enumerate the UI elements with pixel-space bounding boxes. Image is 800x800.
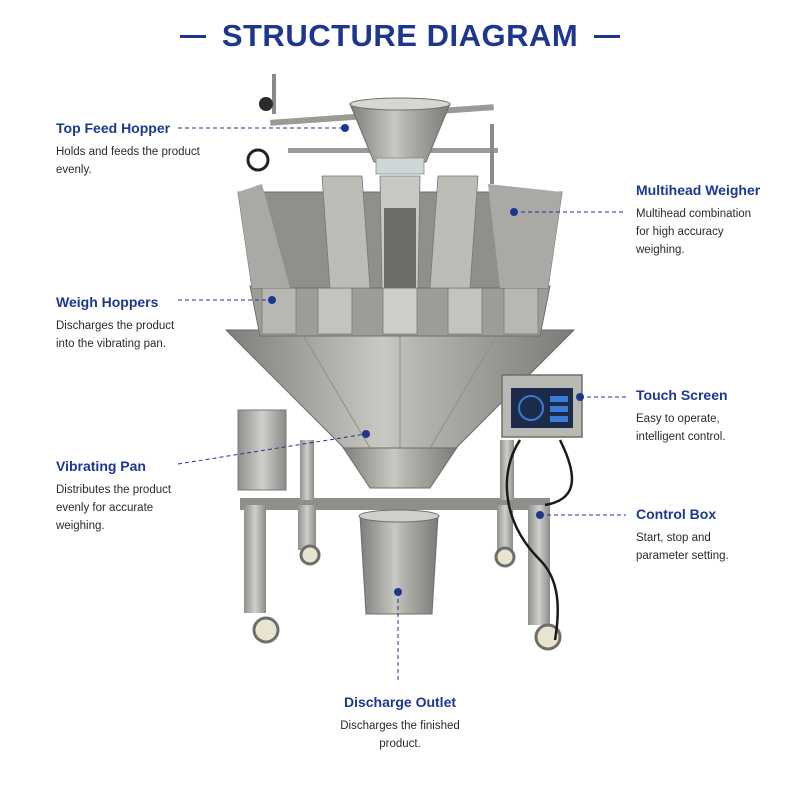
title-dash-right bbox=[594, 34, 621, 38]
callout-weigh-hoppers: Weigh Hoppers Discharges the product int… bbox=[56, 293, 191, 353]
control-box bbox=[501, 374, 583, 641]
weigh-hopper-ring bbox=[249, 285, 551, 337]
callout-multihead-weigher: Multihead Weigher Multihead combination … bbox=[636, 181, 766, 259]
callout-description: Discharges the product into the vibratin… bbox=[56, 320, 175, 350]
discharge-funnel bbox=[341, 445, 459, 489]
callout-description: Distributes the product evenly for accur… bbox=[56, 484, 172, 532]
callout-heading: Top Feed Hopper bbox=[56, 120, 171, 136]
callout-heading: Discharge Outlet bbox=[343, 694, 457, 710]
callout-control-box: Control Box Start, stop and parameter se… bbox=[636, 505, 746, 565]
callout-connectors bbox=[177, 124, 626, 682]
callout-top-feed-hopper: Top Feed Hopper Holds and feeds the prod… bbox=[56, 119, 206, 179]
callout-heading: Touch Screen bbox=[636, 387, 728, 403]
callout-description: Start, stop and parameter setting. bbox=[636, 532, 729, 562]
callout-description: Holds and feeds the product evenly. bbox=[56, 146, 200, 176]
callout-touch-screen: Touch Screen Easy to operate, intelligen… bbox=[636, 386, 756, 446]
caster-wheels bbox=[252, 544, 562, 651]
callout-discharge-outlet: Discharge Outlet Discharges the finished… bbox=[330, 693, 470, 753]
side-box bbox=[237, 409, 287, 491]
callout-heading: Control Box bbox=[636, 506, 717, 522]
callout-heading: Vibrating Pan bbox=[56, 458, 146, 474]
callout-description: Easy to operate, intelligent control. bbox=[636, 413, 726, 443]
callout-heading: Weigh Hoppers bbox=[56, 294, 159, 310]
title-bar: STRUCTURE DIAGRAM bbox=[0, 14, 800, 58]
callout-vibrating-pan: Vibrating Pan Distributes the product ev… bbox=[56, 457, 186, 535]
callout-heading: Multihead Weigher bbox=[636, 182, 761, 198]
collection-bucket bbox=[358, 509, 440, 615]
title-dash-left bbox=[179, 34, 206, 38]
callout-description: Discharges the finished product. bbox=[340, 720, 460, 750]
top-feed-cone bbox=[246, 74, 498, 184]
feed-bucket-ring bbox=[237, 175, 563, 289]
page-title: STRUCTURE DIAGRAM bbox=[221, 18, 579, 53]
callout-description: Multihead combination for high accuracy … bbox=[636, 208, 752, 256]
